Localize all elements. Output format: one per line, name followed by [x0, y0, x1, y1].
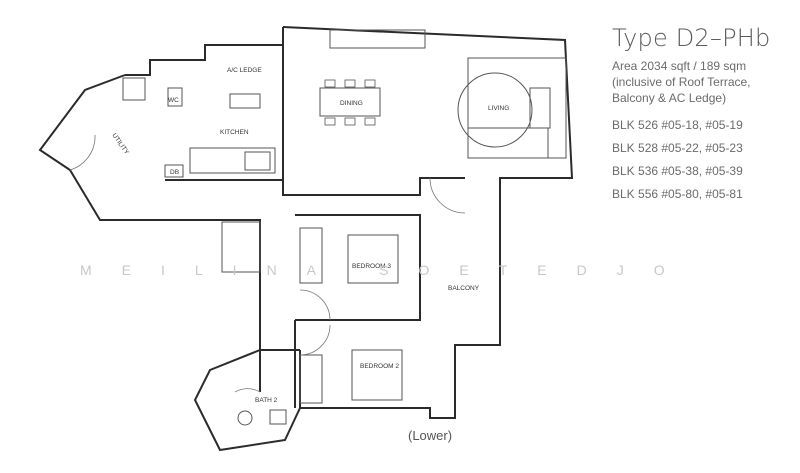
- bath-wall: [193, 349, 301, 452]
- stove: [244, 151, 271, 171]
- label-dining: DINING: [340, 100, 363, 107]
- block-unit-2: BLK 528 #05-22, #05-23: [612, 141, 743, 155]
- plan-info: Type D2–PHb Area 2034 sqft / 189 sqm (in…: [612, 24, 770, 201]
- bedroom-wall: [295, 214, 421, 321]
- wardrobe-2: [299, 354, 323, 404]
- area-line-2: (inclusive of Roof Terrace,: [612, 75, 751, 89]
- block-unit-4: BLK 556 #05-80, #05-81: [612, 187, 743, 201]
- label-bedroom-2: BEDROOM 2: [360, 363, 399, 370]
- wc-toilet: [167, 87, 183, 107]
- door-arc-living: [429, 177, 466, 214]
- plan-title: Type D2–PHb: [612, 24, 771, 52]
- living-circle: [457, 72, 533, 148]
- label-db: DB: [170, 169, 179, 176]
- block-unit-3: BLK 536 #05-38, #05-39: [612, 164, 743, 178]
- label-living: LIVING: [488, 105, 509, 112]
- bath-basin: [269, 409, 287, 425]
- db-box: [164, 164, 184, 178]
- bed-3: [347, 234, 399, 284]
- label-ac-ledge: A/C LEDGE: [227, 67, 262, 74]
- bath-toilet: [237, 410, 253, 426]
- block-unit-1: BLK 526 #05-18, #05-19: [612, 118, 743, 132]
- label-bedroom-3: BEDROOM 3: [352, 263, 391, 270]
- living-sofa: [467, 127, 549, 159]
- door-arc-bath: [234, 388, 261, 393]
- label-kitchen: KITCHEN: [220, 129, 249, 136]
- kitchen-counter-top: [329, 29, 426, 49]
- door-arc-utility: [69, 134, 96, 171]
- utility-box: [122, 77, 146, 101]
- utility-wall: [38, 74, 300, 351]
- wardrobe-3: [299, 227, 323, 284]
- area-line-3: Balcony & AC Ledge): [612, 91, 727, 105]
- kitchen-sink: [229, 93, 261, 109]
- bed-2: [351, 349, 403, 401]
- living-terrace: [467, 57, 567, 159]
- living-wall: [282, 27, 465, 196]
- label-balcony: BALCONY: [448, 285, 480, 292]
- outer-wall: [282, 26, 574, 419]
- door-arc-bed3: [299, 289, 331, 321]
- staircase: [221, 221, 261, 273]
- label-bath-2: BATH 2: [255, 397, 278, 404]
- living-chair: [529, 87, 551, 129]
- label-utility: UTILITY: [110, 132, 130, 156]
- label-wc: WC: [168, 97, 179, 104]
- door-arc-bed2: [299, 324, 331, 356]
- watermark: MEILINA SOETEDJO: [80, 262, 695, 278]
- kitchen-top-wall: [125, 44, 283, 76]
- dining-table: [319, 87, 381, 117]
- floor-plan: A/C LEDGE WC UTILITY KITCHEN DB DINING L…: [38, 26, 574, 452]
- level-label: (Lower): [408, 428, 453, 443]
- kitchen-counter: [189, 147, 276, 174]
- area-line-1: Area 2034 sqft / 189 sqm: [612, 59, 747, 73]
